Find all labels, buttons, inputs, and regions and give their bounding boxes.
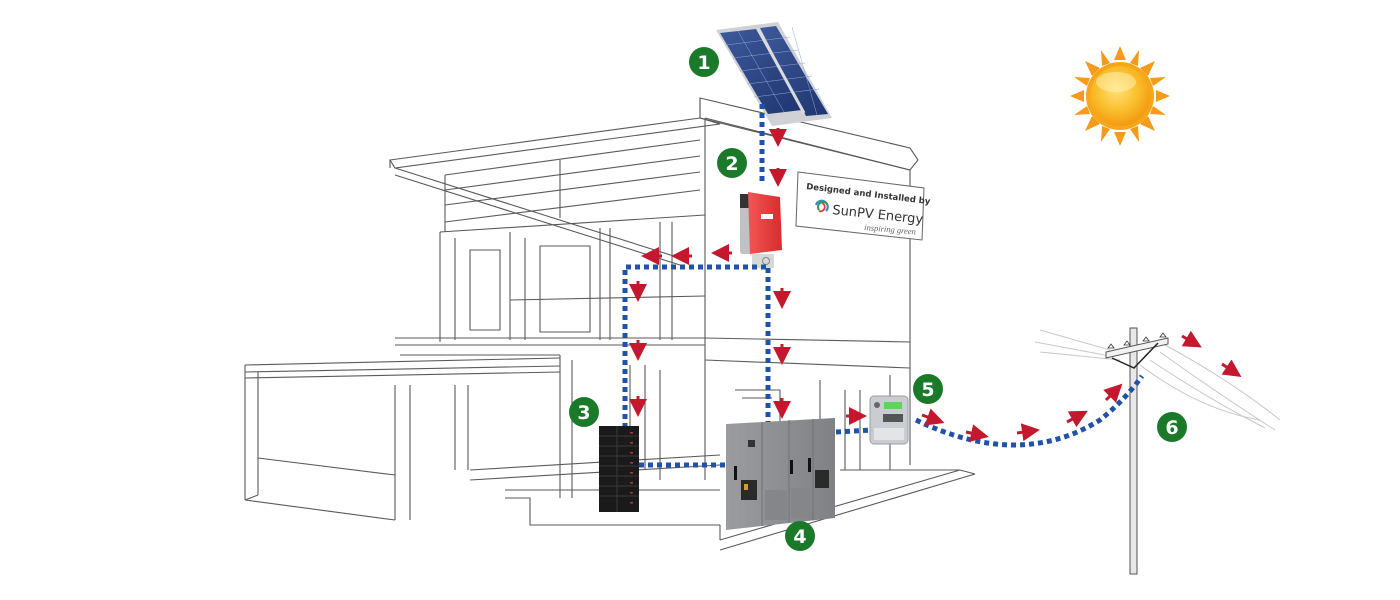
flow-arrow bbox=[1221, 359, 1242, 377]
svg-text:5: 5 bbox=[921, 379, 934, 401]
badge-distribution-cabinet: 4 bbox=[785, 521, 815, 551]
switchgear-cabinet-icon bbox=[726, 418, 835, 530]
svg-text:3: 3 bbox=[577, 402, 590, 424]
sunpv-logo-icon bbox=[814, 199, 829, 213]
solar-panel-icon bbox=[716, 22, 832, 126]
svg-text:4: 4 bbox=[793, 526, 806, 548]
svg-text:1: 1 bbox=[697, 52, 710, 74]
flow-arrow bbox=[1103, 383, 1123, 403]
flow-arrow bbox=[1181, 330, 1202, 348]
inverter-icon bbox=[740, 192, 782, 268]
dc-ac-cabling bbox=[622, 104, 1145, 468]
cable-meter-to-grid bbox=[914, 374, 1145, 448]
battery-stack-icon bbox=[599, 426, 639, 512]
utility-pole-icon bbox=[1034, 327, 1281, 575]
badge-battery-bank: 3 bbox=[569, 397, 599, 427]
energy-meter-icon bbox=[869, 395, 909, 445]
svg-text:6: 6 bbox=[1165, 417, 1178, 439]
badge-inverter: 2 bbox=[717, 148, 747, 178]
flow-arrow bbox=[921, 408, 945, 426]
flow-arrow bbox=[1066, 410, 1088, 428]
sign-tagline: inspiring green bbox=[864, 222, 917, 236]
flow-arrow bbox=[1016, 423, 1040, 442]
badge-energy-meter: 5 bbox=[913, 374, 943, 404]
svg-text:2: 2 bbox=[725, 153, 738, 175]
cable-cabinet-to-meter bbox=[835, 427, 873, 435]
company-signboard: Designed and Installed by SunPV Energy i… bbox=[795, 171, 931, 241]
flow-arrow bbox=[965, 424, 989, 442]
sun-icon bbox=[1070, 46, 1170, 146]
power-flow-arrows bbox=[629, 128, 1242, 442]
cable-inverter-to-battery bbox=[622, 264, 766, 426]
badge-solar-panels: 1 bbox=[689, 47, 719, 77]
badge-utility-grid: 6 bbox=[1157, 412, 1187, 442]
house-sketch-icon bbox=[244, 97, 976, 551]
